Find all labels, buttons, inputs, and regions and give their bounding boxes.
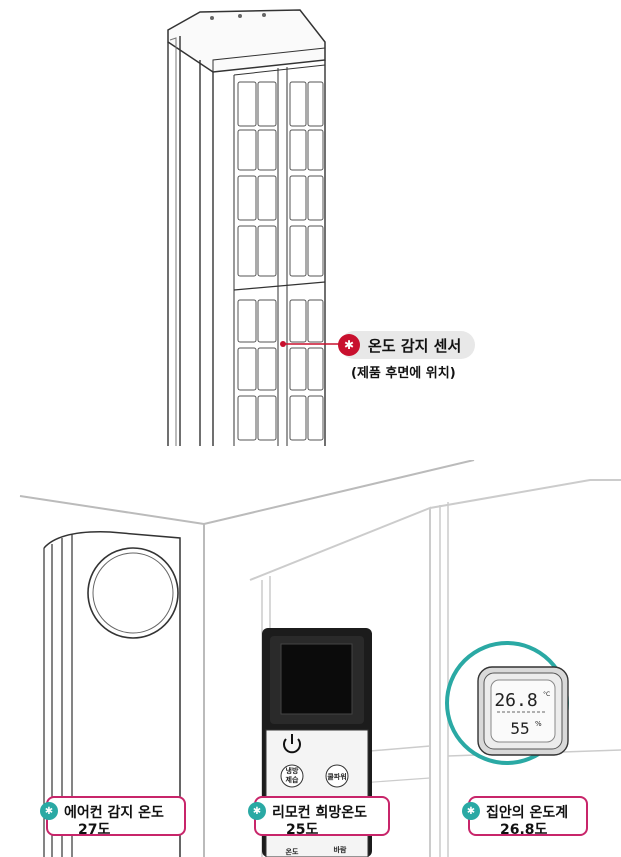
filter-cell — [237, 175, 257, 221]
filter-cell — [289, 225, 307, 277]
star-icon: ✱ — [248, 802, 266, 820]
sensor-label: 온도 감지 센서 — [368, 336, 462, 355]
sensor-sublabel: (제품 후면에 위치) — [351, 366, 456, 381]
remote-coolpower: 쿨파워 — [327, 772, 346, 781]
filter-cell — [257, 225, 277, 277]
filter-cell — [289, 175, 307, 221]
callout-home-thermometer: ✱ 집안의 온도계 26.8도 — [462, 796, 588, 838]
power-icon — [283, 734, 301, 754]
filter-cell — [237, 347, 257, 391]
filter-cell — [307, 129, 324, 171]
sensor-label-pill: ✱ 온도 감지 센서 — [338, 331, 476, 359]
filter-cell — [257, 175, 277, 221]
filter-cell — [307, 395, 324, 441]
remote-wind: 바람 — [334, 845, 347, 854]
star-icon: ✱ — [338, 334, 360, 356]
filter-cell — [289, 395, 307, 441]
filter-cell — [257, 299, 277, 343]
filter-cell — [257, 129, 277, 171]
filter-cell — [237, 129, 257, 171]
filter-cell — [289, 81, 307, 127]
star-icon: ✱ — [40, 802, 58, 820]
filter-cell — [307, 225, 324, 277]
air-conditioner-rear-drawing — [167, 9, 345, 446]
filter-cell — [289, 347, 307, 391]
filter-cell — [257, 395, 277, 441]
remote-mode-line1: 냉방 — [286, 766, 299, 775]
filter-cell — [237, 299, 257, 343]
filter-cell — [307, 347, 324, 391]
filter-cell — [237, 225, 257, 277]
remote-mode-line2: 제습 — [286, 775, 299, 784]
thermo-temp-unit: °C — [543, 691, 550, 698]
room-scene: 냉방 제습 쿨파워 온도 바람 26.8 °C 55 % ✱ 에어컨 감지 온도… — [0, 460, 621, 857]
callout-remote-temp: ✱ 리모컨 희망온도 25도 — [248, 796, 390, 838]
filter-cell — [237, 81, 257, 127]
thermo-humidity: 55 — [510, 719, 529, 738]
filter-cell — [307, 81, 324, 127]
callout-ac-temp: ✱ 에어컨 감지 온도 27도 — [40, 796, 186, 838]
filter-cell — [257, 347, 277, 391]
filter-cell — [237, 395, 257, 441]
thermo-humidity-unit: % — [535, 720, 542, 728]
filter-cell — [307, 299, 324, 343]
top-illustration: ✱ 온도 감지 센서 (제품 후면에 위치) — [167, 9, 476, 446]
thermo-temp: 26.8 — [494, 690, 537, 711]
filter-cell — [307, 175, 324, 221]
filter-cell — [289, 299, 307, 343]
filter-cell — [257, 81, 277, 127]
filter-cell — [289, 129, 307, 171]
remote-temp: 온도 — [286, 847, 299, 856]
star-icon: ✱ — [462, 802, 480, 820]
